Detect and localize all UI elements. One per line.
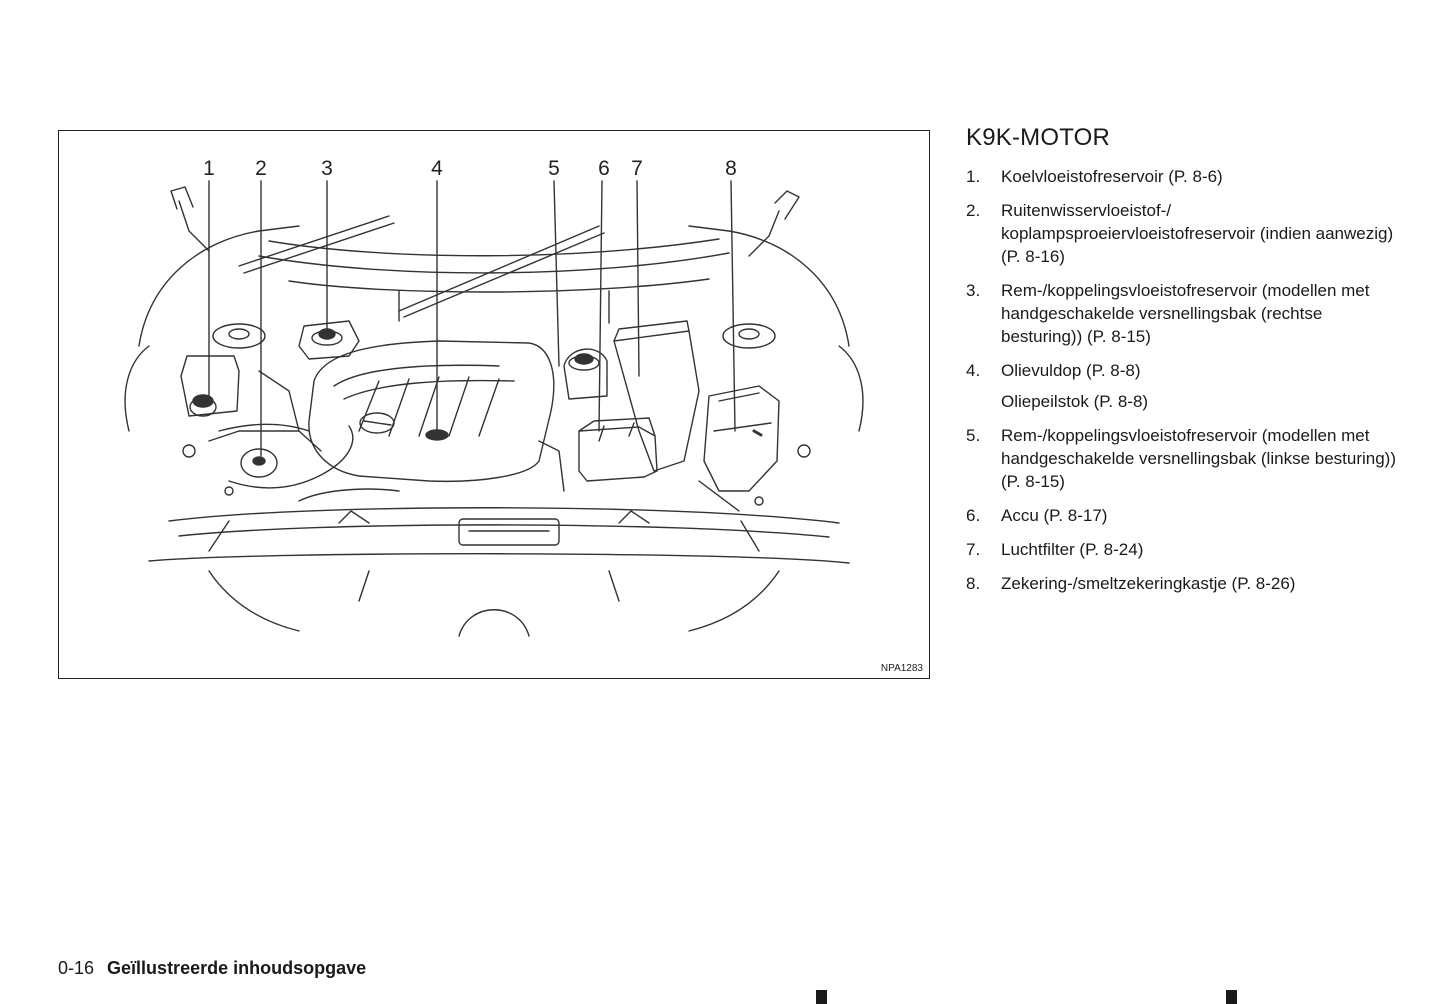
- callout-4: 4: [431, 157, 443, 180]
- item-number: 7.: [966, 540, 981, 559]
- list-item: 2. Ruitenwisservloeistof-/ koplampsproei…: [966, 199, 1406, 268]
- callout-1: 1: [203, 157, 215, 180]
- page-footer: 0-16 Geïllustreerde inhoudsopgave: [58, 958, 366, 979]
- item-number: 3.: [966, 281, 981, 300]
- page-number: 0-16: [58, 958, 95, 978]
- figure-code: NPA1283: [880, 663, 923, 674]
- crop-mark-left: [816, 990, 827, 1004]
- item-text: Accu (P. 8-17): [1001, 506, 1108, 525]
- engine-bay-illustration: [124, 180, 864, 637]
- callout-6: 6: [598, 157, 610, 180]
- callout-5: 5: [548, 157, 560, 180]
- callout-7: 7: [631, 157, 643, 180]
- item-4-extra: Oliepeilstok (P. 8-8): [1001, 392, 1149, 411]
- item-text: Rem-/koppelingsvloeistofreservoir (model…: [1001, 426, 1397, 491]
- item-number: 8.: [966, 574, 981, 593]
- item-number: 4.: [966, 361, 981, 380]
- list-item: 3. Rem-/koppelingsvloeistofreservoir (mo…: [966, 279, 1406, 348]
- callout-3: 3: [321, 157, 333, 180]
- component-list-continued: 5. Rem-/koppelingsvloeistofreservoir (mo…: [966, 424, 1406, 595]
- list-item: 7. Luchtfilter (P. 8-24): [966, 538, 1406, 561]
- callout-2: 2: [255, 157, 267, 180]
- list-item: 4. Olievuldop (P. 8-8): [966, 359, 1406, 382]
- callout-8: 8: [725, 157, 737, 180]
- item-number: 6.: [966, 506, 981, 525]
- item-text: Rem-/koppelingsvloeistofreservoir (model…: [1001, 281, 1370, 346]
- list-item: 1. Koelvloeistofreservoir (P. 8-6): [966, 165, 1406, 188]
- section-title: K9K-MOTOR: [966, 124, 1111, 151]
- item-text: Koelvloeistofreservoir (P. 8-6): [1001, 167, 1223, 186]
- footer-title: Geïllustreerde inhoudsopgave: [107, 958, 367, 978]
- component-list: 1. Koelvloeistofreservoir (P. 8-6) 2. Ru…: [966, 165, 1406, 382]
- engine-bay-figure: 1 2 3 4 5 6 7 8 NPA1283: [58, 130, 930, 679]
- item-text: Zekering-/smeltzekeringkastje (P. 8-26): [1001, 574, 1296, 593]
- item-number: 2.: [966, 201, 981, 220]
- item-text: Luchtfilter (P. 8-24): [1001, 540, 1144, 559]
- list-item: 5. Rem-/koppelingsvloeistofreservoir (mo…: [966, 424, 1406, 493]
- item-text: Olievuldop (P. 8-8): [1001, 361, 1141, 380]
- list-item: 6. Accu (P. 8-17): [966, 504, 1406, 527]
- item-text: Ruitenwisservloeistof-/ koplampsproeierv…: [1001, 201, 1394, 266]
- component-legend: K9K-MOTOR 1. Koelvloeistofreservoir (P. …: [966, 124, 1406, 606]
- crop-mark-right: [1226, 990, 1237, 1004]
- item-number: 1.: [966, 167, 981, 186]
- list-item: 8. Zekering-/smeltzekeringkastje (P. 8-2…: [966, 572, 1406, 595]
- item-number: 5.: [966, 426, 981, 445]
